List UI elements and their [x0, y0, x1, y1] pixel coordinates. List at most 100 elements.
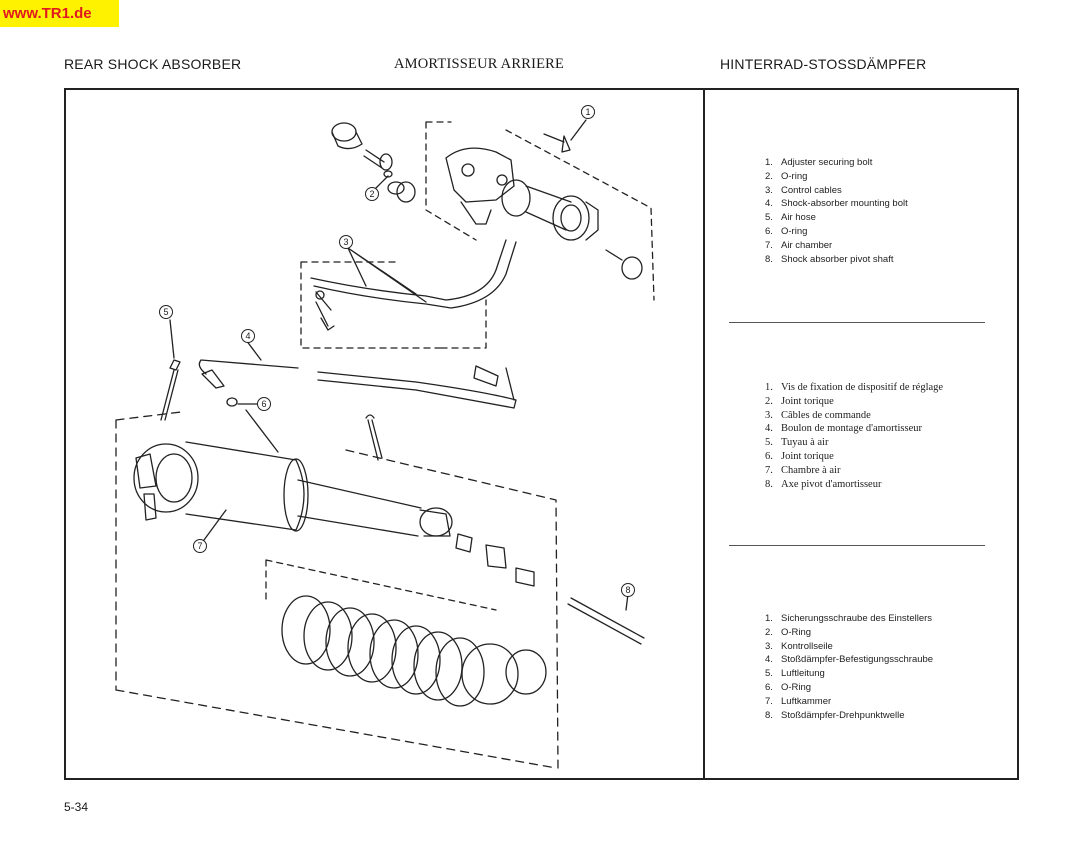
- pivot-shaft: [567, 597, 645, 645]
- legend-number: 3.: [765, 640, 773, 652]
- legend-number: 1.: [765, 382, 773, 393]
- legend-item: 7. Air chamber: [765, 239, 908, 253]
- legend-item: 4. Boulon de montage d'amortisseur: [765, 422, 943, 436]
- legend-item: 5. Luftleitung: [765, 667, 933, 681]
- legend-text: Chambre à air: [781, 464, 841, 476]
- legend-text: Axe pivot d'amortisseur: [781, 478, 882, 490]
- locating-pin: [365, 414, 383, 461]
- legend-number: 5.: [765, 212, 773, 224]
- legend-item: 6.Joint torique: [765, 450, 943, 464]
- leader-lines: [169, 119, 629, 611]
- legend-number: 7.: [765, 464, 773, 476]
- callout-label: 4: [245, 331, 250, 341]
- legend-text: Air chamber: [781, 239, 833, 251]
- legend-number: 2.: [765, 626, 773, 638]
- legend-text: Sicherungsschraube des Einstellers: [781, 613, 933, 624]
- callout-circle: [621, 583, 635, 597]
- shock-body: [133, 441, 453, 537]
- title-german: HINTERRAD-STOSSDÄMPFER: [720, 56, 927, 72]
- column-divider: [703, 88, 705, 780]
- legend-number: 4.: [765, 423, 773, 435]
- adjuster-knob: [331, 122, 393, 171]
- legend-number: 5.: [765, 437, 773, 449]
- dashed-guide-cables: [300, 261, 487, 349]
- separator-rule: [729, 322, 985, 323]
- bushing-lower: [515, 567, 535, 587]
- legend-item: 3. Control cables: [765, 184, 908, 198]
- legend-number: 1.: [765, 613, 773, 624]
- air-chamber-top: [501, 179, 599, 241]
- dashed-guide-lower: [115, 411, 559, 769]
- legend-item: 7. Chambre à air: [765, 464, 943, 478]
- adjuster-cap: [621, 256, 643, 280]
- legend-text: Luftleitung: [781, 668, 825, 680]
- legend-text: Stoßdämpfer-Befestigungsschraube: [781, 654, 934, 666]
- legend-number: 8.: [765, 253, 773, 265]
- callout-label: 6: [261, 399, 266, 409]
- legend-item: 4.Shock-absorber mounting bolt: [765, 197, 908, 211]
- bushing-upper: [455, 533, 473, 553]
- legend-text: Control cables: [781, 184, 842, 196]
- callout-label: 3: [343, 237, 348, 247]
- legend-item: 8. Shock absorber pivot shaft: [765, 253, 908, 267]
- mounting-bolt: [160, 359, 181, 421]
- legend-item: 5.Tuyau à air: [765, 436, 943, 450]
- page-number: 5-34: [64, 800, 89, 814]
- legend-number: 2.: [765, 170, 773, 182]
- adjuster-housing: [445, 147, 515, 225]
- site-watermark: www.TR1.de: [0, 0, 119, 27]
- page-frame: [64, 88, 1019, 780]
- legend-text: O-ring: [781, 225, 808, 237]
- callout-circle: [193, 539, 207, 553]
- legend-number: 2.: [765, 395, 773, 407]
- legend-text: Kontrollseile: [781, 640, 833, 652]
- callout-circle: [365, 187, 379, 201]
- hose-fitting-left: [201, 369, 225, 389]
- legend-french: 1.Vis de fixation de dispositif de régla…: [765, 381, 943, 491]
- callout-circle: [339, 235, 353, 249]
- callout-circle: [581, 105, 595, 119]
- dashed-guide-spring: [265, 559, 497, 611]
- legend-number: 8.: [765, 478, 773, 490]
- legend-number: 7.: [765, 695, 773, 707]
- legend-text: Luftkammer: [781, 695, 832, 707]
- legend-item: 2.O-ring: [765, 170, 908, 184]
- legend-text: Stoßdämpfer-Drehpunktwelle: [781, 709, 905, 721]
- legend-number: 1.: [765, 157, 773, 168]
- o-ring-lower: [226, 397, 238, 407]
- legend-number: 3.: [765, 409, 773, 421]
- legend-number: 7.: [765, 239, 773, 251]
- callout-circle: [257, 397, 271, 411]
- legend-number: 4.: [765, 654, 773, 666]
- dashed-guide-upper: [425, 121, 655, 301]
- legend-text: O-Ring: [781, 626, 812, 638]
- legend-item: 2.Joint torique: [765, 395, 943, 409]
- legend-number: 3.: [765, 184, 773, 196]
- separator-rule: [729, 545, 985, 546]
- legend-item: 4. Stoßdämpfer-Befestigungsschraube: [765, 653, 933, 667]
- air-hose: [198, 359, 517, 409]
- callout-circle: [159, 305, 173, 319]
- legend-item: 3.Câbles de commande: [765, 409, 943, 423]
- callout-circle: [241, 329, 255, 343]
- legend-item: 2. O-Ring: [765, 626, 933, 640]
- legend-german: 1. Sicherungsschraube des Einstellers 2. O-…: [765, 612, 933, 722]
- legend-item: 8.Stoßdämpfer-Drehpunktwelle: [765, 709, 933, 723]
- callout-label: 8: [625, 585, 630, 595]
- hose-fitting-right: [473, 365, 499, 387]
- callout-label: 2: [369, 189, 374, 199]
- adjuster-bolt: [543, 133, 571, 153]
- legend-item: 1.Vis de fixation de dispositif de régla…: [765, 381, 943, 395]
- legend-item: 1. Sicherungsschraube des Einstellers: [765, 612, 933, 626]
- legend-item: 6.O-Ring: [765, 681, 933, 695]
- o-ring-upper: [383, 170, 393, 178]
- legend-text: Shock absorber pivot shaft: [781, 253, 894, 265]
- legend-text: Boulon de montage d'amortisseur: [781, 423, 922, 435]
- legend-number: 5.: [765, 668, 773, 680]
- legend-number: 6.: [765, 681, 773, 693]
- legend-item: 7. Luftkammer: [765, 695, 933, 709]
- legend-text: Joint torique: [781, 450, 834, 462]
- callout-label: 5: [163, 307, 168, 317]
